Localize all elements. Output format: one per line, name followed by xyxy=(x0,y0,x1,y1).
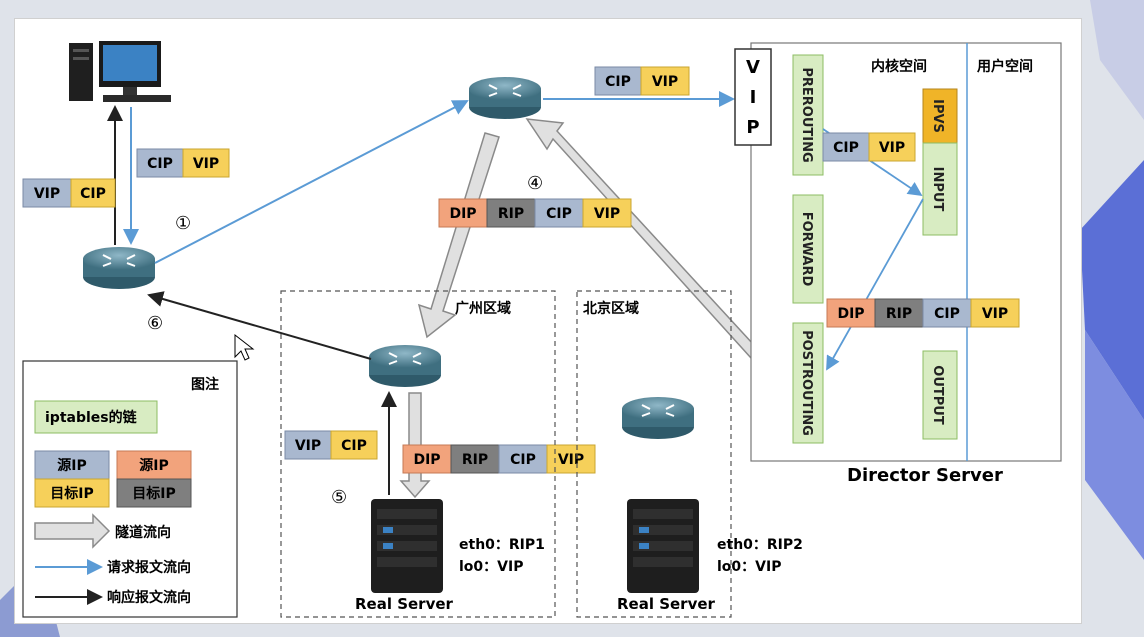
packet-director-input: CIP VIP xyxy=(822,132,916,162)
pkt-vip: VIP xyxy=(879,140,905,156)
step-6: ⑥ xyxy=(147,313,163,334)
pkt-cip: CIP xyxy=(833,140,859,156)
legend-title: 图注 xyxy=(191,376,219,393)
beijing-region-label: 北京区域 xyxy=(583,300,639,317)
pkt-cip: CIP xyxy=(147,156,173,172)
real-server-1-label: Real Server xyxy=(355,595,454,613)
svg-text:PREROUTING: PREROUTING xyxy=(799,67,814,162)
svg-text:IPVS: IPVS xyxy=(930,99,945,133)
tunnel-arrow-to-internet xyxy=(525,118,789,391)
kernel-space-label: 内核空间 xyxy=(871,58,927,75)
legend-dst-ip-2: 目标IP xyxy=(132,485,175,502)
packet-request-client: CIP VIP xyxy=(136,148,230,178)
pkt-cip: CIP xyxy=(546,206,572,222)
rs2-lo0: lo0：VIP xyxy=(717,559,781,575)
chain-input: INPUT xyxy=(922,142,958,236)
flow-input-to-postrouting xyxy=(826,198,924,371)
pkt-vip: VIP xyxy=(652,74,678,90)
pkt-vip: VIP xyxy=(34,186,60,202)
rs2-eth0: eth0：RIP2 xyxy=(717,537,803,553)
director-server-title: Director Server xyxy=(847,465,1003,486)
packet-tunnel-rs1: DIP RIP CIP VIP xyxy=(402,444,596,474)
pkt-dip: DIP xyxy=(413,452,440,468)
request-line-to-internet xyxy=(154,100,469,264)
legend: 图注 iptables的链 源IP 目标IP 源IP 目标IP 隧道流向 请求报… xyxy=(22,360,238,618)
chain-postrouting: POSTROUTING xyxy=(792,322,824,444)
router-guangzhou-icon xyxy=(369,345,441,387)
pkt-vip: VIP xyxy=(558,452,584,468)
real-server-2-label: Real Server xyxy=(617,595,716,613)
pkt-cip: CIP xyxy=(934,306,960,322)
vip-letter-i: I xyxy=(750,87,757,108)
vip-letter-p: P xyxy=(746,117,759,138)
legend-src-ip-2: 源IP xyxy=(139,457,168,474)
legend-request: 请求报文流向 xyxy=(107,559,191,576)
pkt-dip: DIP xyxy=(837,306,864,322)
pkt-rip: RIP xyxy=(886,306,912,322)
vip-interface-box: V I P xyxy=(734,48,772,146)
diagram-slide: VIP CIP CIP VIP CIP VIP DIP RIP CIP VIP … xyxy=(14,18,1082,624)
response-line-from-rs1 xyxy=(147,291,372,360)
real-server-1-icon xyxy=(371,499,443,593)
pkt-cip: CIP xyxy=(341,438,367,454)
user-space-label: 用户空间 xyxy=(977,58,1033,75)
lvs-tun-diagram: VIP CIP CIP VIP CIP VIP DIP RIP CIP VIP … xyxy=(22,41,1062,618)
svg-text:FORWARD: FORWARD xyxy=(799,212,814,287)
svg-text:POSTROUTING: POSTROUTING xyxy=(799,330,814,436)
rs1-lo0: lo0：VIP xyxy=(459,559,523,575)
pkt-vip: VIP xyxy=(982,306,1008,322)
beijing-region xyxy=(576,290,732,618)
step-4: ④ xyxy=(527,173,543,194)
step-5: ⑤ xyxy=(331,487,347,508)
packet-request-director: CIP VIP xyxy=(594,66,690,96)
pkt-cip: CIP xyxy=(605,74,631,90)
router-beijing-icon xyxy=(622,397,694,439)
pkt-vip: VIP xyxy=(594,206,620,222)
svg-text:INPUT: INPUT xyxy=(930,167,945,212)
chain-forward: FORWARD xyxy=(792,194,824,304)
legend-src-ip-1: 源IP xyxy=(57,457,86,474)
vip-letter-v: V xyxy=(746,57,760,78)
pkt-dip: DIP xyxy=(449,206,476,222)
legend-tunnel: 隧道流向 xyxy=(115,524,171,541)
mouse-cursor-icon xyxy=(234,333,255,361)
client-computer-icon xyxy=(69,41,171,102)
pkt-vip: VIP xyxy=(193,156,219,172)
legend-chain: iptables的链 xyxy=(45,409,138,426)
legend-dst-ip-1: 目标IP xyxy=(50,485,93,502)
pkt-rip: RIP xyxy=(498,206,524,222)
chain-output: OUTPUT xyxy=(922,350,958,440)
packet-director-output: DIP RIP CIP VIP xyxy=(826,298,1020,328)
ipvs-box: IPVS xyxy=(922,88,958,144)
packet-tunnel-middle: DIP RIP CIP VIP xyxy=(438,198,632,228)
legend-response: 响应报文流向 xyxy=(107,589,191,606)
tunnel-arrow-to-guangzhou xyxy=(417,132,500,339)
rs1-eth0: eth0：RIP1 xyxy=(459,537,545,553)
step-1: ① xyxy=(175,213,191,234)
pkt-cip: CIP xyxy=(80,186,106,202)
guangzhou-region-label: 广州区域 xyxy=(455,300,511,317)
router-internet-icon xyxy=(469,77,541,119)
guangzhou-region xyxy=(280,290,556,618)
packet-response-client: VIP CIP xyxy=(22,178,116,208)
pkt-vip: VIP xyxy=(295,438,321,454)
chain-prerouting: PREROUTING xyxy=(792,54,824,176)
router-client-icon xyxy=(83,247,155,289)
packet-response-rs1: VIP CIP xyxy=(284,430,378,460)
svg-text:OUTPUT: OUTPUT xyxy=(930,365,945,425)
pkt-cip: CIP xyxy=(510,452,536,468)
real-server-2-icon xyxy=(627,499,699,593)
pkt-rip: RIP xyxy=(462,452,488,468)
